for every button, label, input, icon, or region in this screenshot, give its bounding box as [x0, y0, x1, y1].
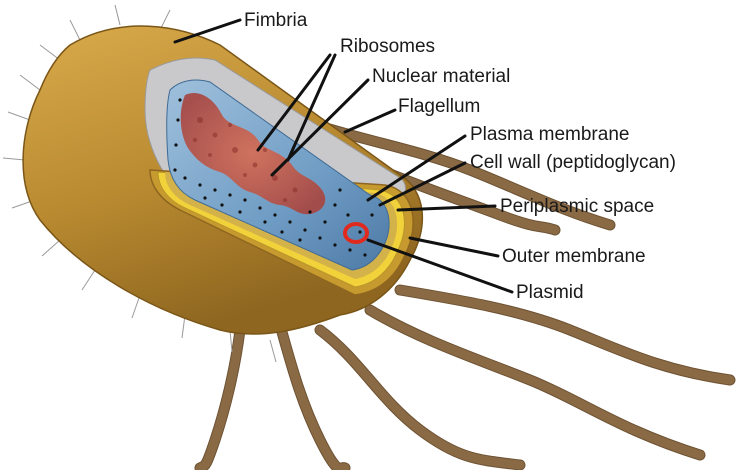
label-plasmid: Plasmid: [516, 282, 584, 303]
leader-outer-membrane: [410, 238, 498, 256]
label-nuclear-material: Nuclear material: [372, 66, 510, 87]
label-plasma-membrane: Plasma membrane: [470, 124, 629, 145]
label-flagellum: Flagellum: [398, 96, 480, 117]
label-fimbria: Fimbria: [244, 10, 308, 31]
label-ribosomes: Ribosomes: [340, 36, 435, 57]
label-outer-membrane: Outer membrane: [502, 246, 646, 267]
flagellum-5: [320, 330, 520, 465]
leader-flagellum: [345, 110, 395, 132]
flagellum-7-core: [200, 330, 240, 468]
label-periplasmic-space: Periplasmic space: [500, 196, 654, 217]
label-cell-wall: Cell wall (peptidoglycan): [470, 152, 676, 173]
